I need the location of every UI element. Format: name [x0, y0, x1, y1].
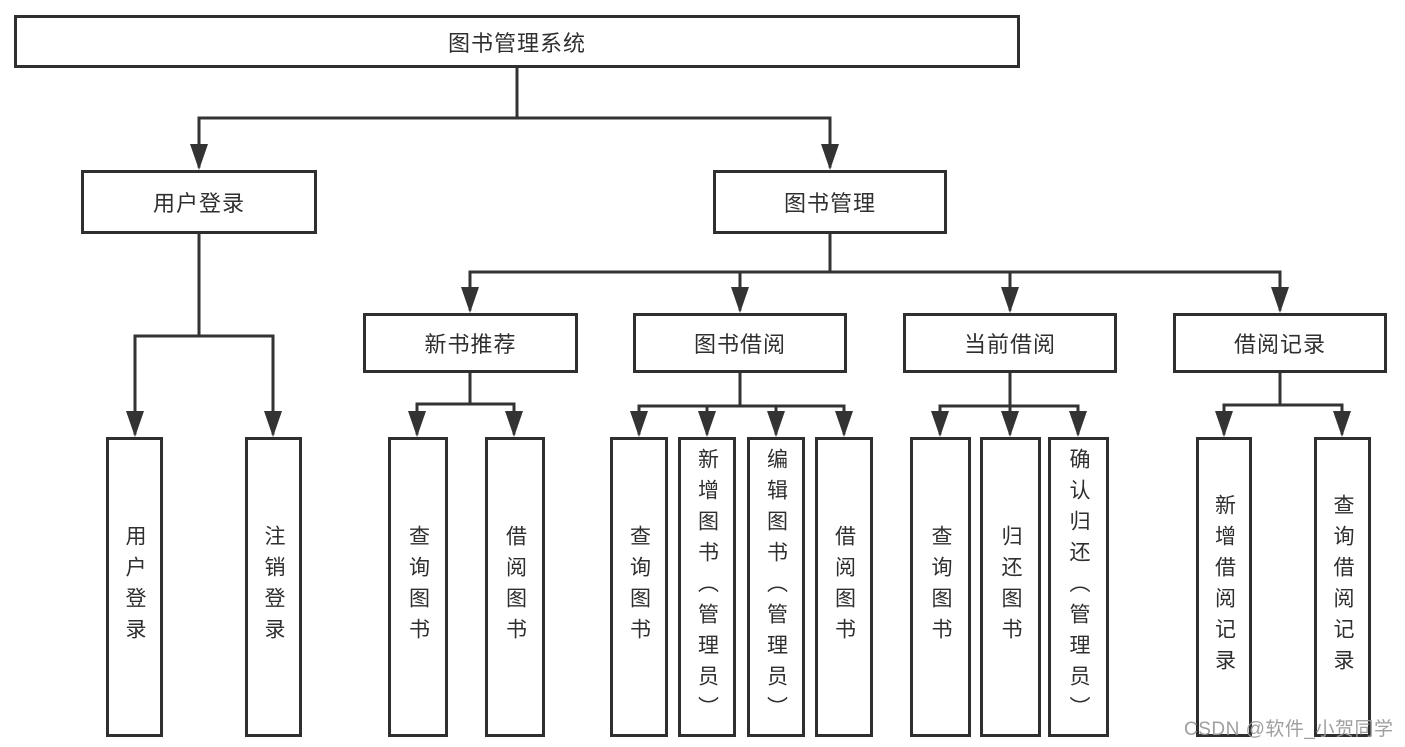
leaf-borrow-add-books-admin-label: 新增图书（管理员） [695, 447, 719, 727]
node-user-login: 用户登录 [81, 170, 317, 234]
leaf-current-confirm-return-admin: 确认归还（管理员） [1048, 437, 1109, 737]
node-system-root: 图书管理系统 [14, 15, 1020, 68]
edge-mgmt-children [468, 270, 1282, 311]
node-borrow-records: 借阅记录 [1173, 313, 1387, 373]
leaf-user-login: 用户登录 [106, 437, 163, 737]
node-borrow-records-label: 借阅记录 [1233, 332, 1326, 357]
leaf-records-add-record-label: 新增借阅记录 [1212, 494, 1236, 680]
leaf-borrow-add-books-admin: 新增图书（管理员） [678, 437, 736, 737]
node-user-login-label: 用户登录 [152, 191, 245, 216]
leaf-current-query-books: 查询图书 [910, 437, 971, 737]
leaf-current-query-books-label: 查询图书 [929, 525, 953, 649]
node-book-borrow: 图书借阅 [633, 313, 847, 373]
node-book-management: 图书管理 [713, 170, 947, 234]
edge-newbook-children [415, 402, 516, 435]
leaf-records-add-record: 新增借阅记录 [1196, 437, 1252, 737]
node-new-book-recommend-label: 新书推荐 [424, 332, 517, 357]
leaf-newbook-query-books: 查询图书 [388, 437, 448, 737]
csdn-watermark: CSDN @软件_小贺同学 [1184, 719, 1394, 740]
edge-borrow-children [637, 404, 846, 435]
node-system-root-label: 图书管理系统 [447, 30, 586, 56]
leaf-current-confirm-return-admin-label: 确认归还（管理员） [1067, 447, 1091, 727]
leaf-borrow-query-books-label: 查询图书 [627, 525, 651, 649]
leaf-borrow-edit-books-admin-label: 编辑图书（管理员） [764, 447, 788, 727]
leaf-current-return-books-label: 归还图书 [999, 525, 1023, 649]
leaf-borrow-edit-books-admin: 编辑图书（管理员） [747, 437, 805, 737]
leaf-borrow-borrow-books-label: 借阅图书 [832, 525, 856, 649]
leaf-logout: 注销登录 [245, 437, 302, 737]
leaf-user-login-label: 用户登录 [123, 525, 147, 649]
edge-login-children [133, 334, 275, 435]
edge-records-children [1222, 403, 1344, 435]
leaf-newbook-query-books-label: 查询图书 [406, 525, 430, 649]
leaf-borrow-borrow-books: 借阅图书 [815, 437, 873, 737]
leaf-current-return-books: 归还图书 [980, 437, 1041, 737]
leaf-newbook-borrow-books-label: 借阅图书 [503, 525, 527, 649]
leaf-borrow-query-books: 查询图书 [610, 437, 668, 737]
node-book-management-label: 图书管理 [783, 191, 876, 216]
leaf-logout-label: 注销登录 [262, 525, 286, 649]
leaf-records-query-record-label: 查询借阅记录 [1331, 494, 1355, 680]
leaf-newbook-borrow-books: 借阅图书 [485, 437, 545, 737]
node-book-borrow-label: 图书借阅 [693, 332, 786, 357]
leaf-records-query-record: 查询借阅记录 [1314, 437, 1371, 737]
node-current-borrow-label: 当前借阅 [963, 332, 1056, 357]
node-new-book-recommend: 新书推荐 [363, 313, 578, 373]
arrowheads [126, 144, 1351, 437]
node-current-borrow: 当前借阅 [903, 313, 1117, 373]
edge-root-children [197, 116, 832, 168]
